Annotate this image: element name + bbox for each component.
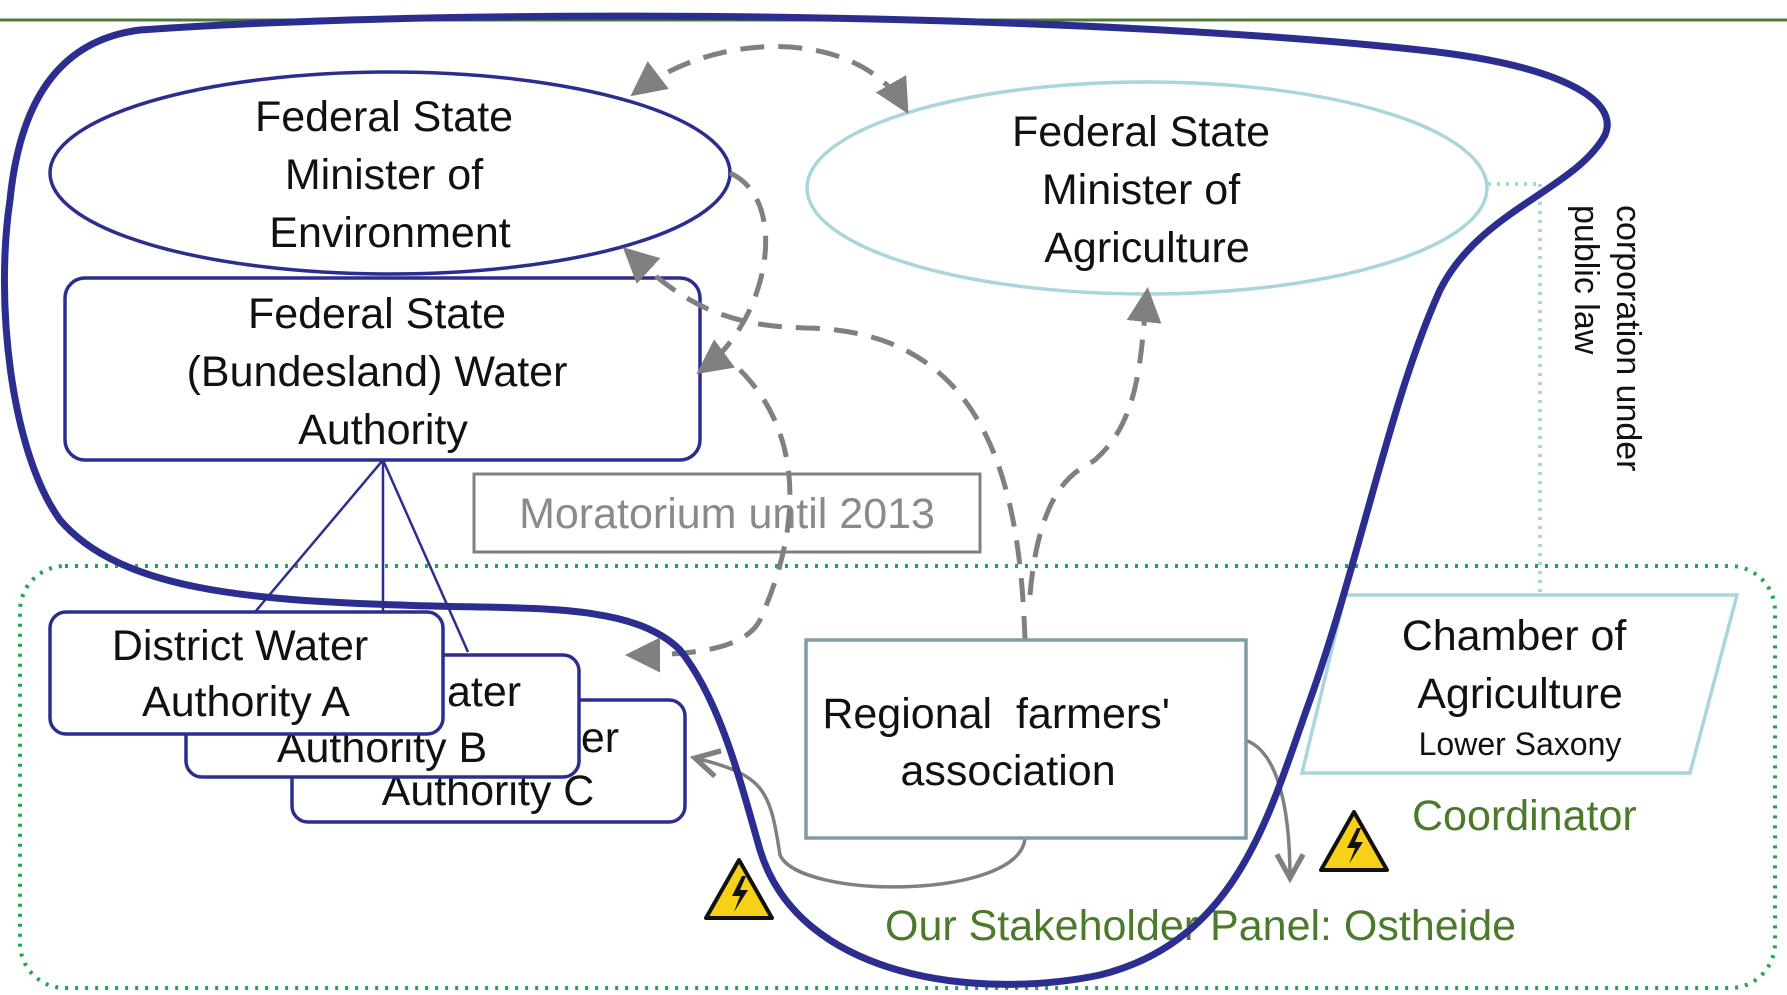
district-b-line-1: ater (447, 668, 521, 716)
farmers-association-node (804, 638, 1248, 840)
corporation-line-1: corporation under (1609, 205, 1647, 472)
svg-text:District Water Authority A: District Water Authority A (112, 622, 380, 726)
chamber-line-2: Agriculture (1417, 670, 1623, 718)
corporation-line-2: public law (1567, 205, 1605, 355)
minister-environment-line-2: Minister of (285, 151, 484, 199)
farmers-association-line-1: Regional farmers' (822, 690, 1170, 738)
hierarchy-line-c (381, 459, 470, 653)
district-a-line-1: District Water (112, 622, 368, 670)
svg-text:Regional farmers' associa: Regional farmers' association (822, 690, 1170, 795)
minister-agriculture-line-3: Agriculture (1044, 224, 1250, 272)
minister-agriculture-line-2: Minister of (1042, 166, 1241, 214)
chamber-node (1299, 593, 1740, 775)
moratorium-box (472, 472, 982, 554)
svg-text:Chamber of Agriculture: Chamber of Agriculture (1402, 612, 1639, 718)
minister-environment-line-3: Environment (269, 209, 510, 257)
farmers-to-env-dashed-arrow (622, 247, 1028, 641)
svg-text:Federal State Minister of: Federal State Minister of Agriculture (1012, 108, 1282, 272)
svg-text:Federal State (Bundesland): Federal State (Bundesland) Water Authori… (187, 290, 580, 454)
policy-network-boundary (0, 12, 1611, 988)
minister-environment-line-1: Federal State (255, 93, 513, 141)
farmers-to-agri-dashed-arrow (1027, 287, 1162, 596)
svg-text:Federal State Minister of: Federal State Minister of Environment (255, 93, 525, 257)
district-a-line-2: Authority A (142, 678, 350, 726)
hierarchy-line-a (254, 459, 384, 613)
chamber-line-1: Chamber of (1402, 612, 1628, 660)
farmers-association-line-2: association (901, 747, 1116, 795)
chamber-subtitle: Lower Saxony (1419, 726, 1622, 762)
farmers-to-district-c-arrow (695, 758, 1027, 889)
warning-icon (704, 858, 774, 920)
water-authority-line-1: Federal State (248, 290, 506, 338)
water-authority-line-3: Authority (298, 406, 468, 454)
warning-icon (1319, 810, 1389, 872)
panel-label: Our Stakeholder Panel: Ostheide (885, 902, 1516, 950)
env-to-waterauth-dashed-arrow (696, 170, 769, 375)
svg-text:corporation under public l: corporation under public law (1567, 205, 1647, 481)
water-authority-line-2: (Bundesland) Water (187, 348, 568, 396)
minister-agriculture-line-1: Federal State (1012, 108, 1270, 156)
district-a-node (48, 610, 445, 736)
stakeholder-panel-boundary (18, 564, 1777, 990)
moratorium-label: Moratorium until 2013 (519, 490, 935, 538)
waterauth-to-district-dashed-arrow (625, 368, 793, 673)
coordinator-label: Coordinator (1412, 792, 1637, 840)
env-agri-dashed-arrow (630, 44, 909, 115)
